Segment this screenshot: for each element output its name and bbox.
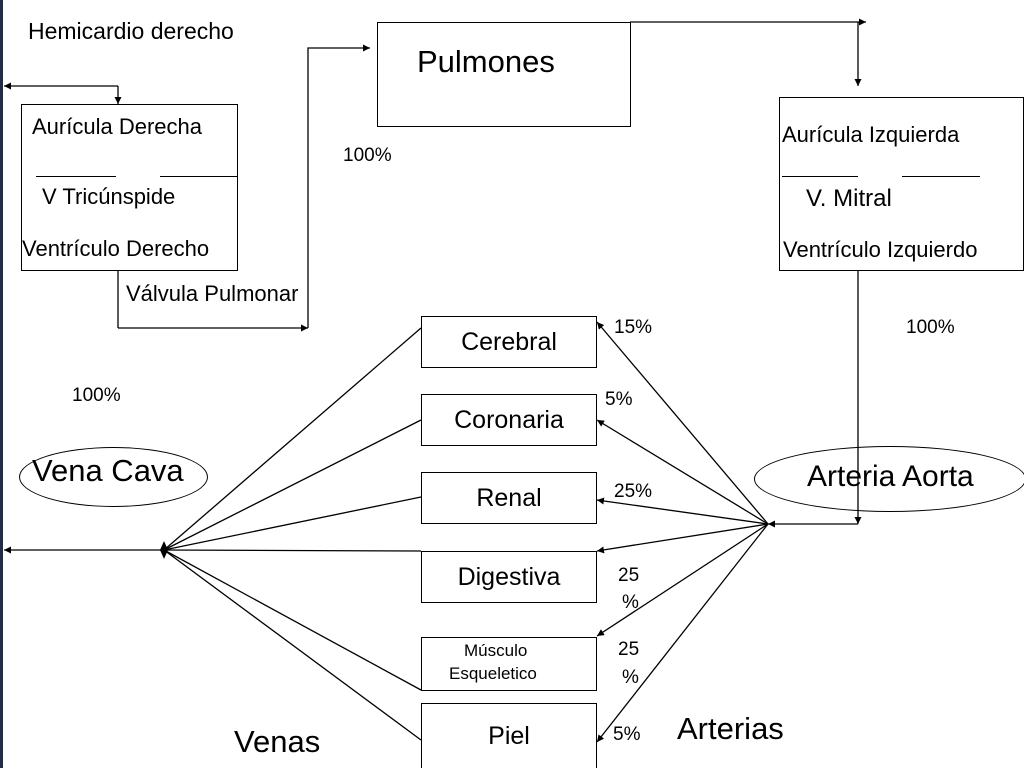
organ-box-cerebral: Cerebral: [421, 316, 597, 368]
vein-cerebral: [163, 327, 422, 551]
mitral-valve-label: V. Mitral: [806, 185, 892, 212]
aorta-label: Arteria Aorta: [807, 460, 974, 493]
tricuspid-valve-label: V Tricúnspide: [42, 184, 176, 209]
percent-cerebral: 15%: [614, 317, 653, 338]
left-heart-box: [779, 97, 1024, 271]
organ-label-musculo-line2: Esqueletico: [449, 664, 537, 683]
percent-musculo-sign: %: [622, 667, 639, 688]
right-heart-box: [21, 104, 238, 271]
percent-digestiva-value: 25: [618, 565, 640, 586]
organ-label-musculo-line1: Músculo: [464, 641, 528, 660]
vein-coronaria: [163, 419, 422, 551]
organ-label-piel: Piel: [488, 721, 530, 750]
slide-left-edge: [0, 0, 3, 768]
right-valve-divider-right: [160, 176, 238, 177]
vena-cava-oval: [19, 447, 208, 507]
vein-digestiva: [163, 549, 422, 552]
percent-digestiva-sign: %: [622, 592, 639, 613]
aorta-percent: 100%: [906, 317, 955, 338]
right-atrium-label: Aurícula Derecha: [32, 114, 202, 139]
organ-label-digestiva: Digestiva: [457, 562, 561, 591]
arrow-to-digestiva: [596, 523, 769, 554]
organ-box-digestiva: Digestiva: [421, 551, 597, 603]
left-ventricle-label: Ventrículo Izquierdo: [783, 237, 978, 262]
arrow-to-renal: [596, 497, 769, 525]
right-valve-divider-left: [36, 176, 116, 177]
arrow-to-coronaria: [596, 419, 769, 525]
arrow-to-musculo: [596, 523, 769, 637]
vein-musculo: [163, 549, 422, 691]
arrow-to-cerebral: [596, 321, 769, 525]
pulmonary-valve-label: Válvula Pulmonar: [126, 281, 299, 306]
veins-label: Venas: [234, 724, 321, 759]
venous-hub-node: [160, 541, 168, 559]
organ-box-musculo: Músculo Esqueletico: [421, 637, 597, 691]
percent-coronaria: 5%: [605, 389, 633, 410]
percent-piel: 5%: [613, 724, 641, 745]
page-title: Hemicardio derecho: [28, 18, 234, 44]
percent-renal: 25%: [614, 481, 653, 502]
arteries-label: Arterias: [677, 711, 784, 746]
organ-box-piel: Piel: [421, 703, 597, 768]
lungs-box: [377, 22, 631, 127]
lungs-percent: 100%: [343, 145, 392, 166]
percent-musculo-value: 25: [618, 639, 640, 660]
organ-label-renal: Renal: [476, 483, 542, 512]
arrow-to-lungs: [307, 44, 370, 328]
lungs-label: Pulmones: [417, 44, 555, 79]
vena-cava-label: Vena Cava: [32, 453, 184, 488]
right-ventricle-label: Ventrículo Derecho: [22, 236, 210, 261]
vein-piel: [163, 549, 422, 741]
organ-box-renal: Renal: [421, 472, 597, 524]
organ-box-coronaria: Coronaria: [421, 394, 597, 446]
organ-label-coronaria: Coronaria: [454, 405, 564, 434]
vein-renal: [163, 496, 422, 551]
left-valve-divider-left: [782, 176, 858, 177]
left-atrium-label: Aurícula Izquierda: [782, 122, 960, 147]
aorta-oval: [754, 446, 1024, 512]
left-valve-divider-right: [902, 176, 980, 177]
organ-label-cerebral: Cerebral: [461, 327, 557, 356]
vena-cava-percent: 100%: [72, 385, 121, 406]
arrow-to-piel: [596, 523, 769, 743]
